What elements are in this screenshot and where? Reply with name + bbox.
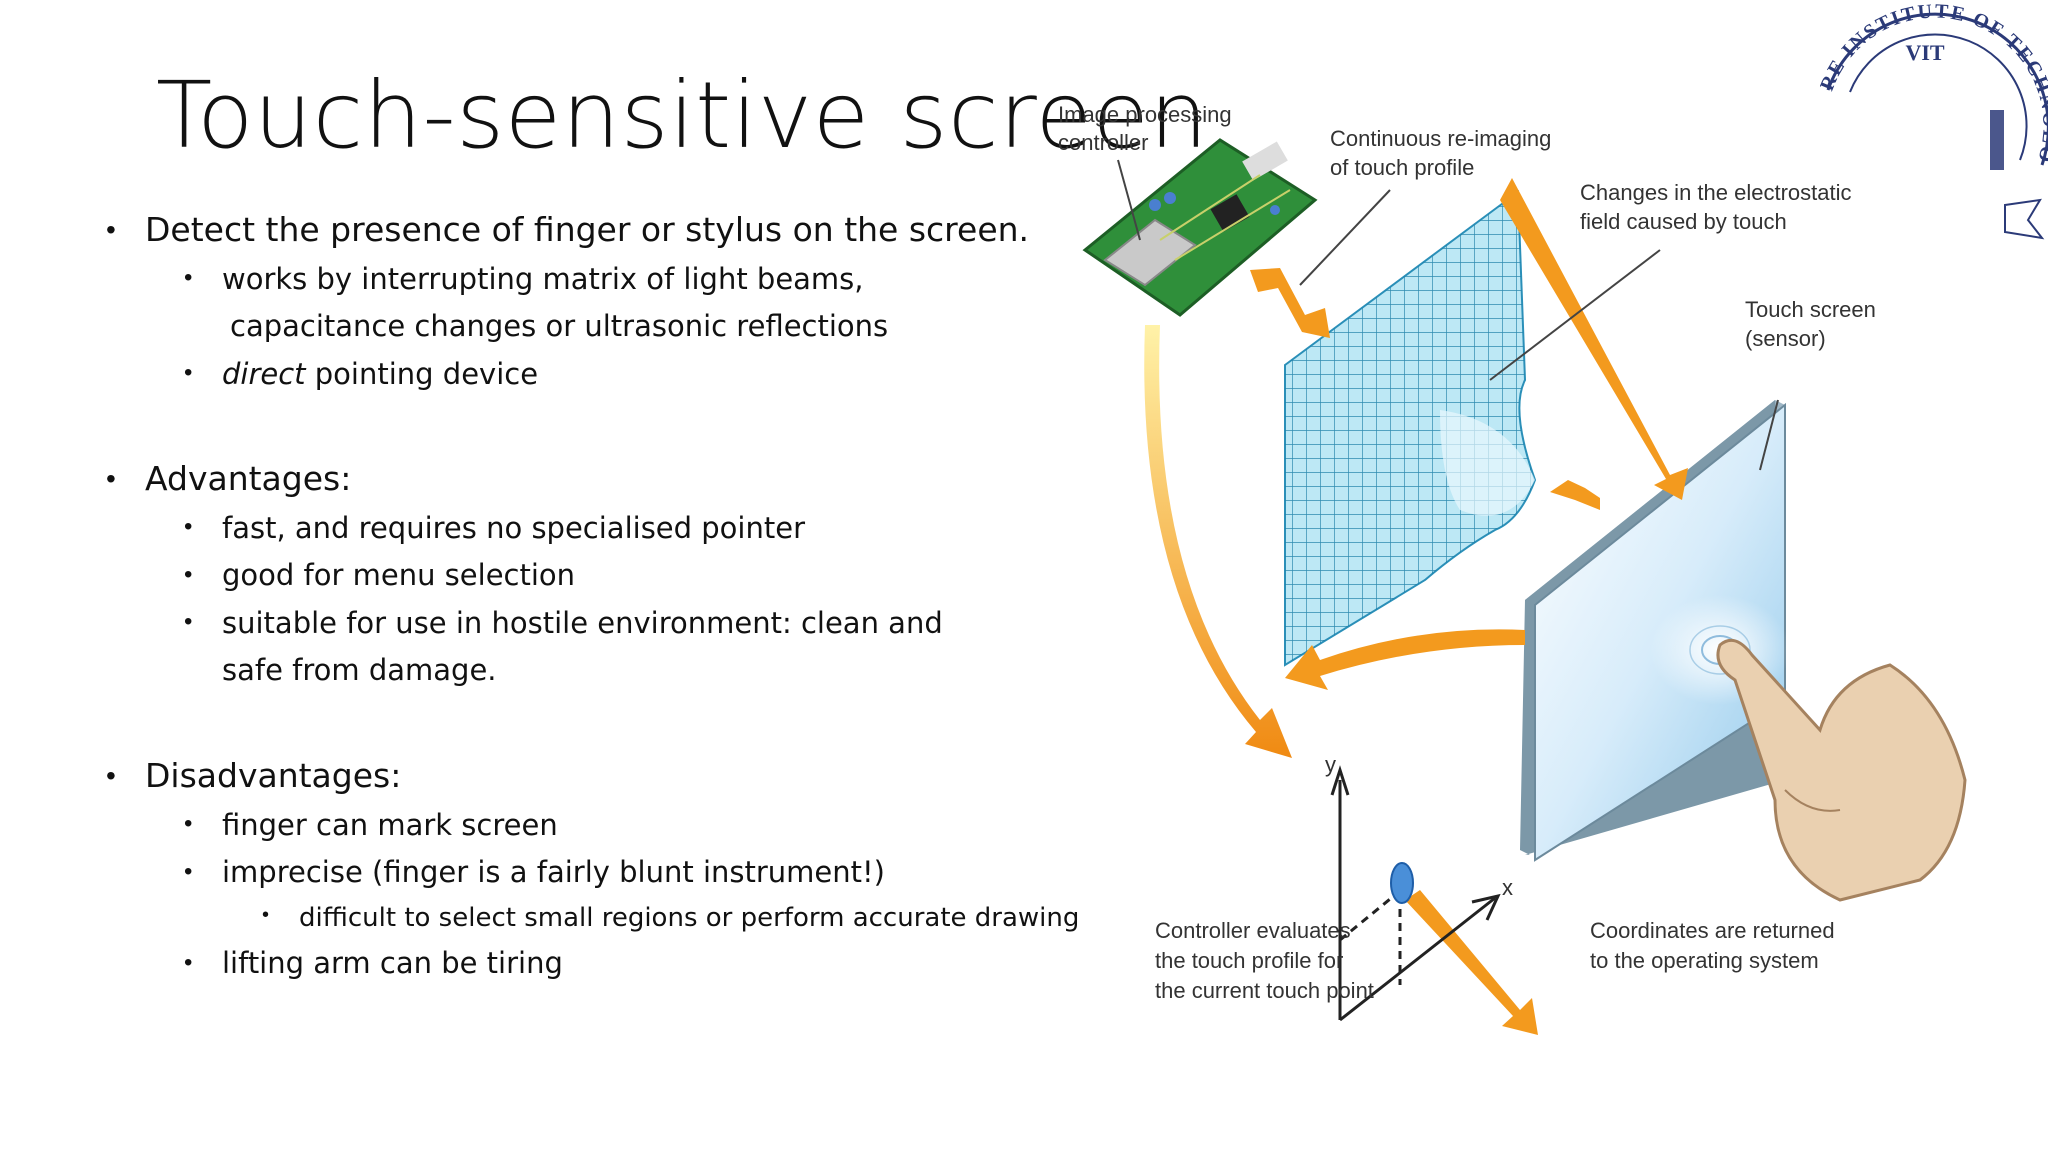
institute-logo: RE INSTITUTE OF TECHNOLOGY VIT [1820, 0, 2048, 240]
bullet-advantages: Advantages: [145, 459, 352, 498]
touch-screen-panel [1520, 400, 1790, 862]
caption-sensor-1: Touch screen [1745, 297, 1876, 322]
bullet-hostile-env-cont: safe from damage. [222, 653, 497, 687]
controller-board [1082, 138, 1318, 317]
finger-hand [1716, 638, 1967, 902]
bullet-hostile-env: suitable for use in hostile environment:… [222, 606, 943, 640]
caption-field-1: Changes in the electrostatic [1580, 180, 1852, 205]
bullet-works-by-cont: capacitance changes or ultrasonic reflec… [230, 309, 889, 343]
bullet-dot: • [184, 858, 193, 885]
caption-eval-1: Controller evaluates [1155, 918, 1351, 943]
caption-field-2: field caused by touch [1580, 209, 1787, 234]
bullet-dot: • [184, 810, 193, 837]
caption-eval-3: the current touch point [1155, 978, 1374, 1003]
bullet-dot: • [184, 561, 193, 588]
flow-arrows [1144, 178, 1688, 1035]
bullet-dot: • [106, 214, 116, 245]
bullet-lifting-arm: lifting arm can be tiring [222, 946, 563, 980]
bullet-dot: • [184, 513, 193, 540]
bullet-dot: • [184, 949, 193, 976]
bullet-dot: • [106, 463, 116, 494]
caption-reimaging-2: of touch profile [1330, 155, 1474, 180]
touch-point-marker [1390, 862, 1414, 904]
touch-profile-grid [1284, 190, 1537, 667]
caption-controller-2: controller [1058, 130, 1148, 155]
bullet-menu-selection: good for menu selection [222, 558, 576, 592]
bullet-disadvantages: Disadvantages: [145, 756, 402, 795]
touch-screen-diagram: y x Image processing controller Continuo… [1058, 102, 1967, 1035]
emphasis-direct: direct [222, 357, 306, 391]
axis-y-label: y [1325, 752, 1336, 777]
bullet-dot: • [184, 264, 193, 291]
bullet-fast: fast, and requires no specialised pointe… [222, 511, 805, 545]
bullet-dot: • [262, 904, 270, 926]
axis-x-label: x [1502, 875, 1513, 900]
caption-sensor-2: (sensor) [1745, 326, 1826, 351]
caption-reimaging-1: Continuous re-imaging [1330, 126, 1551, 151]
coordinate-axes [1330, 765, 1501, 1022]
bullet-dot: • [184, 359, 193, 386]
bullet-direct-pointing: direct pointing device [222, 357, 538, 391]
caption-controller-1: Image processing [1058, 102, 1232, 127]
bullet-dot: • [106, 760, 116, 791]
bullet-difficult-select: difficult to select small regions or per… [299, 903, 1080, 933]
bullet-finger-mark: finger can mark screen [222, 808, 558, 842]
bullet-dot: • [184, 608, 193, 635]
caption-coords-2: to the operating system [1590, 948, 1819, 973]
caption-eval-2: the touch profile for [1155, 948, 1343, 973]
caption-coords-1: Coordinates are returned [1590, 918, 1835, 943]
bullet-detect: Detect the presence of finger or stylus … [145, 210, 1030, 249]
slide-title: Touch-sensitive screen [156, 62, 1209, 169]
caption-pointers [1117, 159, 1779, 471]
bullet-works-by: works by interrupting matrix of light be… [222, 262, 864, 296]
logo-center-text: VIT [1905, 40, 1944, 65]
bullet-direct-rest: pointing device [305, 357, 539, 391]
bullet-imprecise: imprecise (finger is a fairly blunt inst… [222, 855, 885, 889]
